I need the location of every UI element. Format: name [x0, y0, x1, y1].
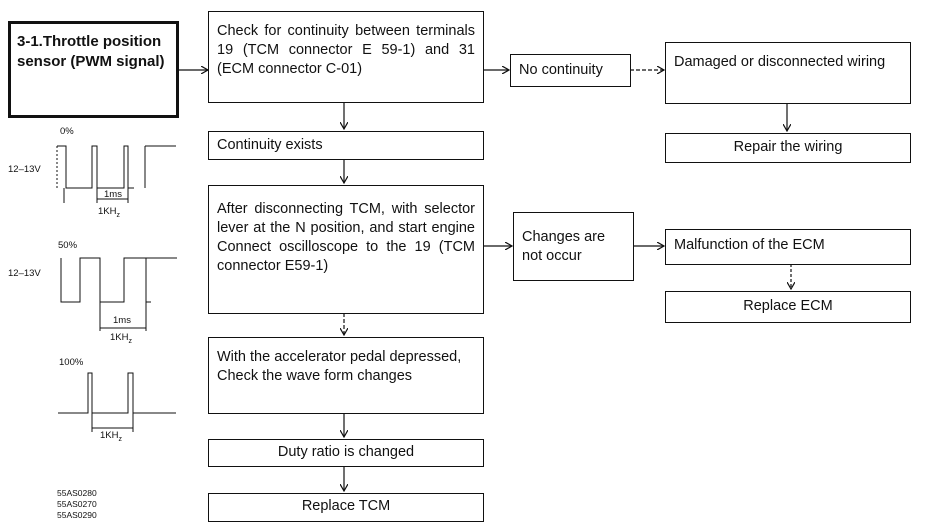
malfunction-ecm-text: Malfunction of the ECM — [674, 237, 825, 253]
wave1-freq-label: 1KHz — [98, 206, 120, 219]
replace-tcm-text: Replace TCM — [301, 498, 391, 514]
wave1-voltage-label: 12–13V — [8, 164, 41, 175]
after-disconnect-text: After disconnecting TCM, with selector l… — [217, 201, 475, 274]
figure-code: 55AS0280 — [57, 488, 97, 498]
figure-code: 55AS0270 — [57, 499, 97, 509]
waveform-50-percent — [60, 257, 177, 331]
wave2-voltage-label: 12–13V — [8, 268, 41, 279]
changes-not-occur-text: Changes are not occur — [522, 229, 606, 264]
duty-changed-box: Duty ratio is changed — [208, 439, 484, 467]
after-disconnect-box: After disconnecting TCM, with selector l… — [208, 185, 484, 314]
replace-ecm-text: Replace ECM — [743, 298, 833, 314]
replace-tcm-box: Replace TCM — [208, 493, 484, 522]
figure-code: 55AS0290 — [57, 510, 97, 520]
continuity-exists-box: Continuity exists — [208, 131, 484, 160]
no-continuity-text: No continuity — [519, 62, 603, 78]
no-continuity-box: No continuity — [510, 54, 631, 87]
wave2-period-label: 1ms — [113, 315, 131, 326]
changes-not-occur-box: Changes are not occur — [513, 212, 634, 281]
title-box: 3-1.Throttle position sensor (PWM signal… — [8, 21, 179, 118]
waveform-100-percent — [58, 372, 176, 432]
figure-codes: 55AS0280 55AS0270 55AS0290 — [57, 488, 97, 521]
damaged-wiring-box: Damaged or disconnected wiring — [665, 42, 911, 104]
title-text: 3-1.Throttle position sensor (PWM signal… — [17, 33, 165, 70]
check-continuity-text: Check for continuity between terminals 1… — [217, 23, 475, 77]
waveform-0-percent — [56, 145, 176, 203]
repair-wiring-box: Repair the wiring — [665, 133, 911, 163]
wave2-duty-label: 50% — [58, 240, 78, 251]
wave1-duty-label: 0% — [60, 126, 74, 137]
continuity-exists-text: Continuity exists — [217, 137, 323, 153]
wave2-freq-label: 1KHz — [110, 332, 132, 345]
accelerator-check-text: With the accelerator pedal depressed, Ch… — [217, 349, 462, 384]
wave3-duty-label: 100% — [59, 357, 84, 368]
replace-ecm-box: Replace ECM — [665, 291, 911, 323]
damaged-wiring-text: Damaged or disconnected wiring — [674, 54, 886, 70]
wave1-period-label: 1ms — [104, 189, 122, 200]
repair-wiring-text: Repair the wiring — [733, 139, 843, 155]
duty-changed-text: Duty ratio is changed — [277, 444, 415, 460]
wave3-freq-label: 1KHz — [100, 430, 122, 443]
check-continuity-box: Check for continuity between terminals 1… — [208, 11, 484, 103]
malfunction-ecm-box: Malfunction of the ECM — [665, 229, 911, 265]
accelerator-check-box: With the accelerator pedal depressed, Ch… — [208, 337, 484, 414]
